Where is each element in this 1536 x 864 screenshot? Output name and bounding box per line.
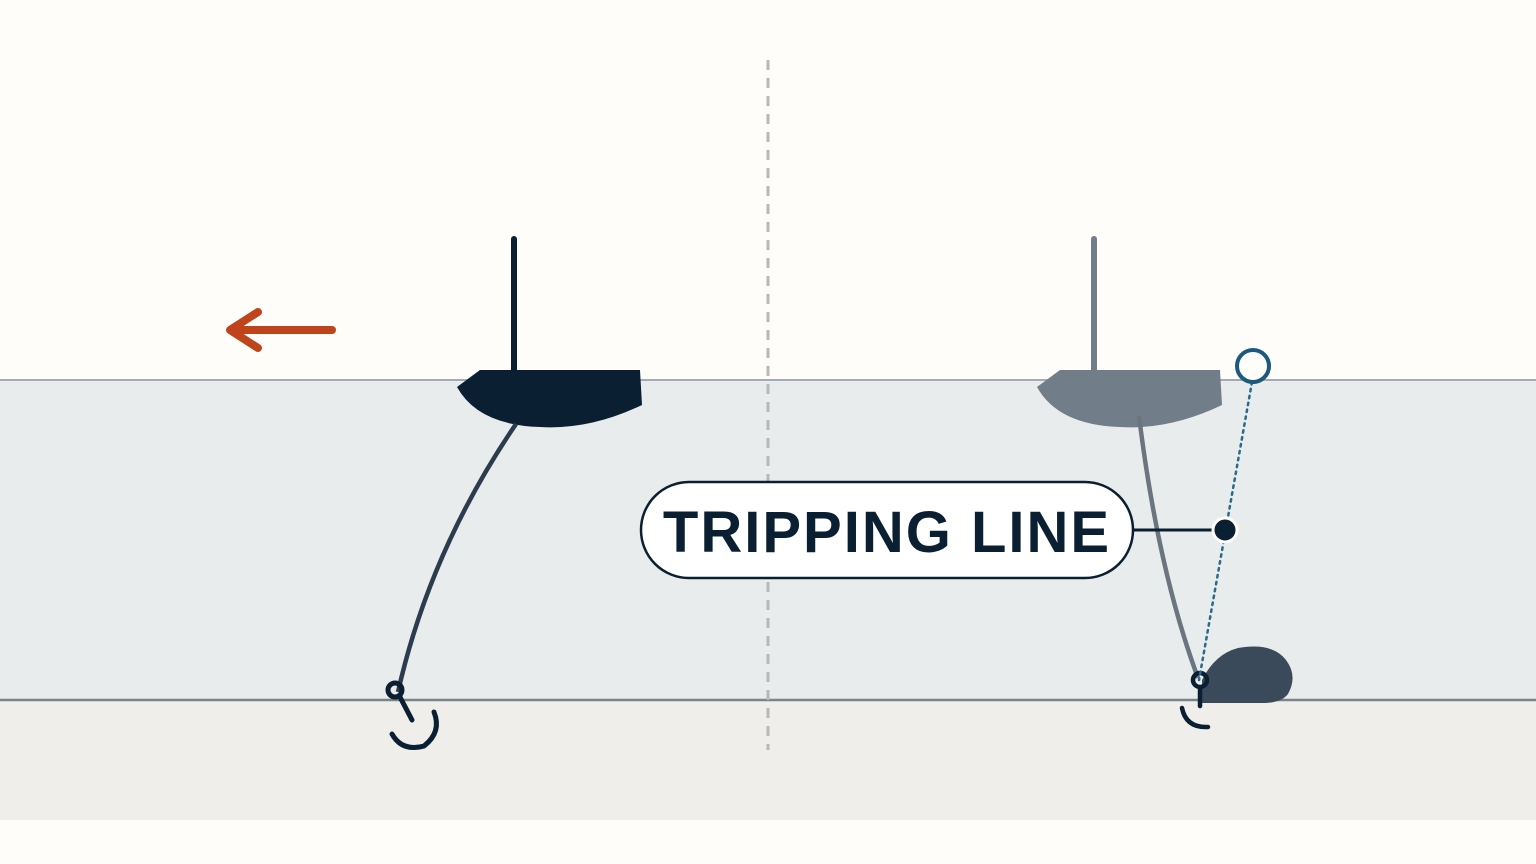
boat-hull [457,370,642,428]
boat-active [457,236,642,428]
boat-faded [1037,236,1222,428]
anchor-icon [385,680,439,750]
callout-box [639,480,1135,580]
tripping-line [1197,380,1254,682]
arrow-left-icon [226,308,336,352]
buoy-icon [1235,348,1271,384]
anchor-rode [395,422,518,693]
seabed-rock [1202,646,1293,703]
callout-marker [1211,516,1239,544]
boat-hull-faded [1037,370,1222,428]
callout-label: TRIPPING LINE [663,500,1111,565]
bottom-margin [0,820,1536,864]
seabed [0,700,1536,820]
anchor-rode-faded [1136,415,1201,679]
